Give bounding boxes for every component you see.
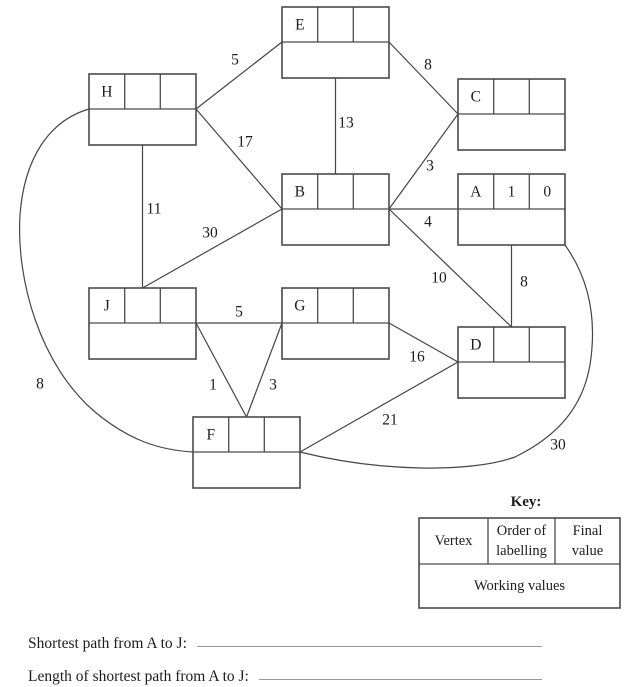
vertex-box-E: E	[281, 6, 390, 79]
edge-E-B-weight: 13	[338, 115, 354, 132]
edge-F-D-weight: 21	[382, 412, 398, 429]
edge-G-F	[245, 322, 283, 418]
vertex-box-F: F	[192, 416, 301, 489]
vertex-C-label: C	[471, 89, 481, 106]
vertex-A-label: A	[470, 184, 482, 201]
edge-A-F	[299, 244, 594, 469]
vertex-J-label: J	[104, 298, 110, 315]
edge-H-J-weight: 11	[147, 201, 162, 218]
vertex-box-G: G	[281, 287, 390, 360]
edge-F-D	[299, 361, 459, 453]
shortest-path-answer-blank[interactable]	[196, 630, 543, 648]
edge-H-B	[195, 108, 283, 210]
shortest-path-row: Shortest path from A to J:	[28, 630, 543, 652]
vertex-box-J: J	[88, 287, 197, 360]
key-working-label: Working values	[474, 578, 565, 594]
edge-H-F-weight: 8	[36, 376, 44, 393]
key-table-outline	[418, 517, 621, 609]
vertex-H-label: H	[101, 84, 112, 101]
edge-J-B	[142, 208, 283, 289]
vertex-E-label: E	[295, 17, 304, 34]
key-order-label-line1: Order of	[497, 523, 547, 539]
shortest-path-prompt: Shortest path from A to J:	[28, 635, 187, 652]
key-order-label-line2: labelling	[496, 543, 547, 559]
edge-H-E	[195, 41, 283, 110]
vertex-box-H: H	[88, 73, 197, 146]
vertex-box-B: B	[281, 173, 390, 246]
vertex-box-C: C	[457, 78, 566, 151]
key: Key: Vertex Order of labelling Final val…	[418, 494, 621, 609]
vertex-A-order[interactable]: 1	[508, 184, 516, 201]
edge-B-A-weight: 4	[424, 214, 432, 231]
key-final-label-line1: Final	[573, 523, 603, 539]
edge-H-F	[18, 108, 194, 453]
vertex-B-label: B	[295, 184, 305, 201]
edge-G-F-weight: 3	[269, 377, 277, 394]
edge-E-C-weight: 8	[424, 57, 432, 74]
edge-C-B	[388, 113, 459, 210]
vertex-A-final[interactable]: 0	[543, 184, 551, 201]
edge-B-D	[388, 208, 512, 328]
vertex-G-label: G	[294, 298, 305, 315]
edges-group	[18, 41, 594, 469]
edge-G-D-weight: 16	[409, 349, 425, 366]
edge-J-B-weight: 30	[202, 225, 218, 242]
vertex-box-D: D	[457, 326, 566, 399]
edge-H-B-weight: 17	[237, 134, 253, 151]
shortest-path-length-prompt: Length of shortest path from A to J:	[28, 668, 249, 685]
shortest-path-length-answer-blank[interactable]	[258, 663, 543, 681]
edge-B-D-weight: 10	[431, 270, 447, 287]
edge-E-C	[388, 41, 459, 115]
edge-H-E-weight: 5	[231, 52, 239, 69]
vertex-D-label: D	[470, 337, 481, 354]
key-vertex-label: Vertex	[435, 533, 474, 549]
edge-C-B-weight: 3	[426, 158, 434, 175]
edge-weight-labels: 5 8 13 3 17 11 30 4 10 8 5 16 1 3 21 8 3…	[36, 52, 566, 454]
vertex-F-label: F	[206, 427, 215, 444]
edge-J-F	[195, 322, 248, 418]
key-title: Key:	[511, 494, 542, 510]
edge-J-F-weight: 1	[209, 377, 217, 394]
edge-A-D-weight: 8	[520, 274, 528, 291]
edge-J-G-weight: 5	[235, 304, 243, 321]
edge-G-D	[388, 322, 459, 363]
key-final-label-line2: value	[572, 543, 603, 559]
vertex-box-A: A 1 0	[457, 173, 566, 246]
shortest-path-length-row: Length of shortest path from A to J:	[28, 663, 543, 685]
edge-A-F-weight: 30	[550, 437, 566, 454]
